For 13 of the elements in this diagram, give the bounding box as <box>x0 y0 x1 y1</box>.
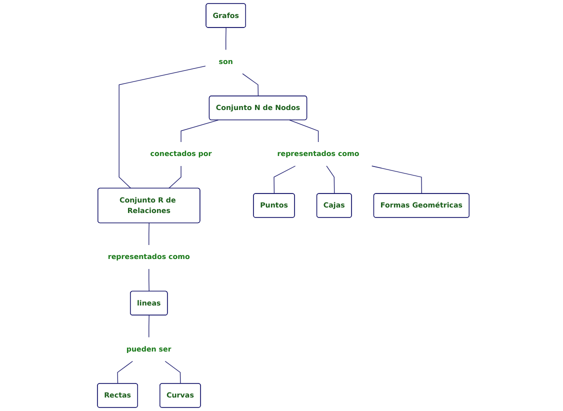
connector <box>326 166 334 194</box>
connector <box>148 315 150 338</box>
connector <box>148 268 150 292</box>
connector <box>180 120 218 142</box>
connector <box>116 360 133 384</box>
connector <box>148 222 150 246</box>
connector <box>242 73 258 96</box>
connector <box>371 166 422 194</box>
connector <box>225 27 226 50</box>
connector <box>164 360 180 384</box>
connector <box>168 166 181 189</box>
connector <box>288 120 318 142</box>
connector <box>118 66 206 189</box>
